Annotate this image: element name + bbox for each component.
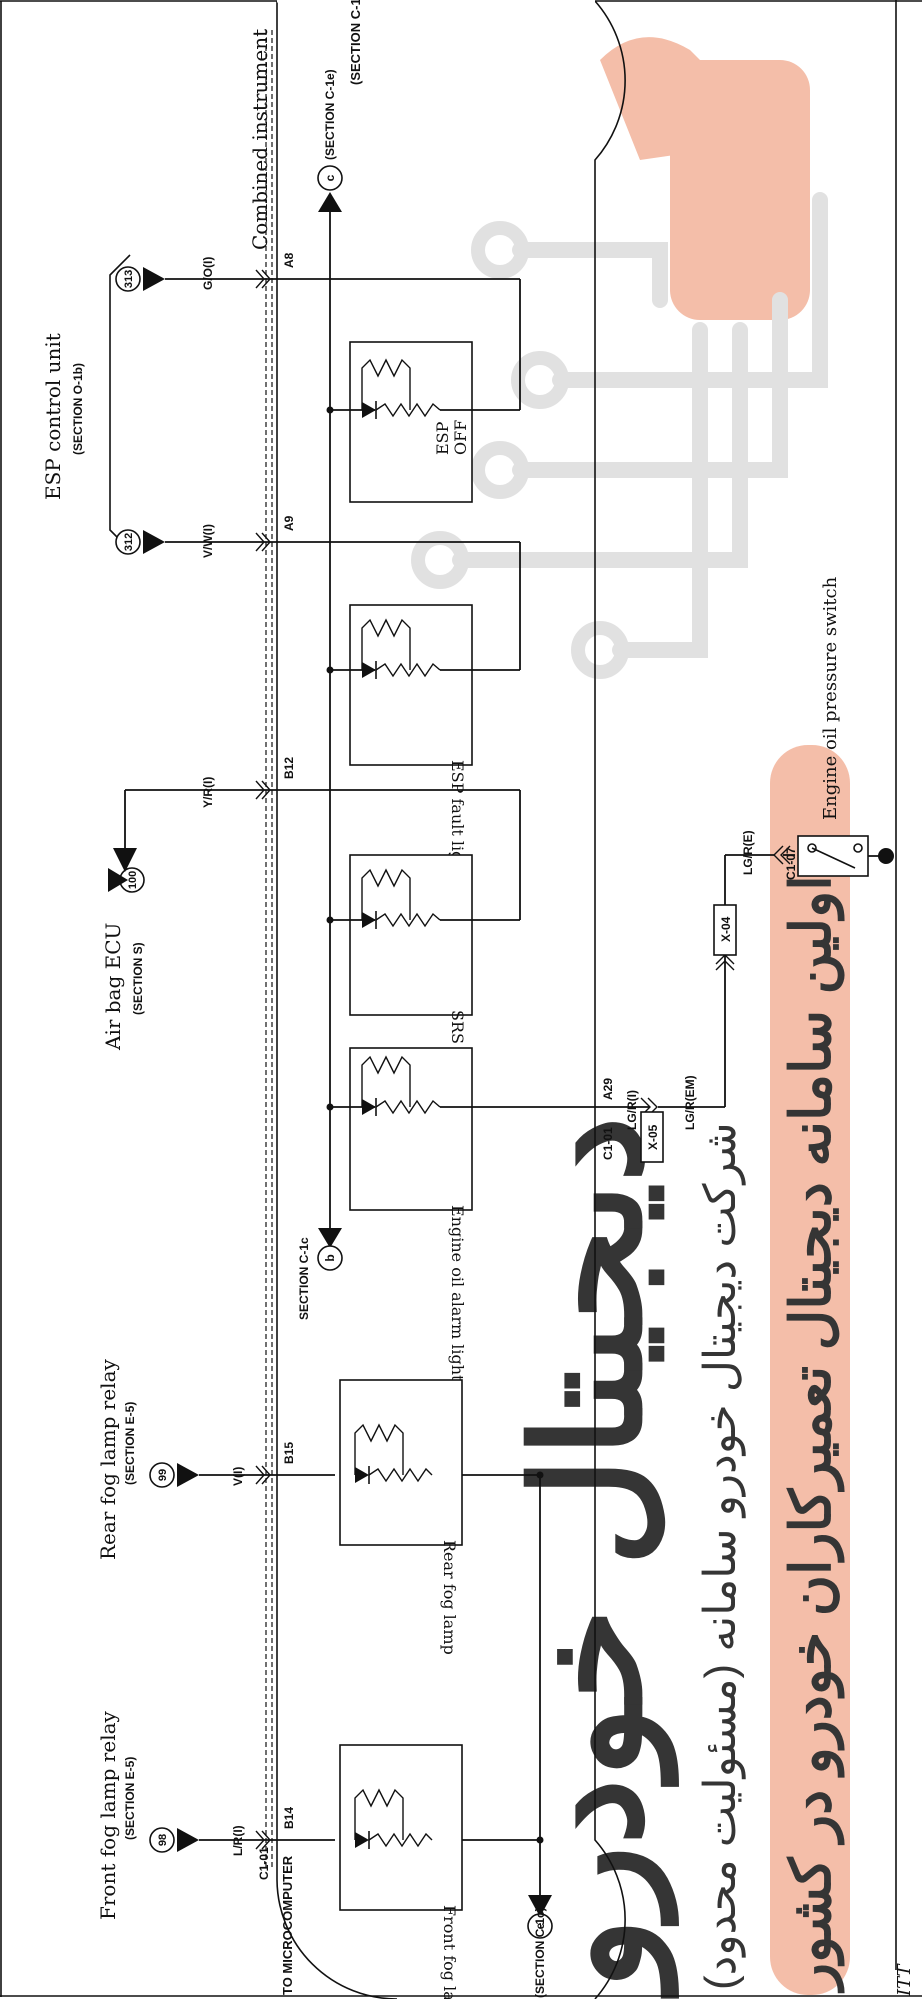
oil-connector-c1-07: C1-07 bbox=[784, 847, 798, 880]
wire-b12-color: Y/R(I) bbox=[201, 777, 215, 808]
pin-a8: A8 bbox=[282, 252, 296, 268]
airbag-ecu-section: (SECTION S) bbox=[131, 942, 145, 1015]
pin-a29: A29 bbox=[601, 1078, 615, 1100]
wire-a9-color: V/W(I) bbox=[201, 524, 215, 558]
watermark-circuit-traces bbox=[452, 192, 828, 658]
lamp-srs-alarm: SRS alarm light bbox=[326, 854, 520, 1139]
splice-x-04: X-04 bbox=[719, 916, 733, 942]
ref-c: c bbox=[317, 165, 343, 212]
oil-connector-c1-01: C1-01 bbox=[601, 1127, 615, 1160]
lamp-engine-oil-alarm-label: Engine oil alarm light bbox=[448, 1205, 467, 1382]
page-code: ITT bbox=[894, 1963, 915, 1997]
node-98: 98 bbox=[149, 1827, 199, 1853]
connector-chevrons bbox=[255, 269, 271, 1850]
splice-x-05-box bbox=[640, 1111, 664, 1163]
esp-control-unit-section: (SECTION O-1b) bbox=[71, 363, 85, 455]
svg-text:99: 99 bbox=[157, 1469, 169, 1481]
wire-b14-color: L/R(I) bbox=[231, 1825, 245, 1856]
ref-b-label: SECTION C-1c bbox=[297, 1237, 311, 1320]
lamp-esp-fault: ESP fault light bbox=[326, 604, 520, 879]
pin-b14: B14 bbox=[282, 1807, 296, 1829]
lamp-esp-off-line1: ESP bbox=[433, 421, 452, 455]
combined-instrument-title: Combined instrument bbox=[248, 29, 272, 250]
svg-text:313: 313 bbox=[123, 270, 135, 288]
front-fog-relay-title: Front fog lamp relay bbox=[96, 1710, 120, 1920]
airbag-ecu-title: Air bag ECU bbox=[101, 923, 125, 1051]
wire-a29-color: LG/R(I) bbox=[625, 1090, 639, 1130]
ref-c-label: (SECTION C-1e) bbox=[323, 69, 337, 160]
svg-text:b: b bbox=[323, 1254, 337, 1261]
node-313: 313 bbox=[115, 266, 165, 292]
lamp-esp-fault-label: ESP fault light bbox=[448, 760, 467, 879]
pin-b12: B12 bbox=[282, 757, 296, 779]
lamp-rear-fog-label: Rear fog lamp bbox=[440, 1540, 459, 1655]
engine-oil-pressure-switch bbox=[797, 835, 894, 877]
svg-text:100: 100 bbox=[127, 871, 139, 889]
wire-lines bbox=[124, 210, 541, 1895]
instrument-connector-c1-01: C1-01 bbox=[257, 1847, 271, 1880]
lamp-front-fog-label: Front fog lamp bbox=[440, 1905, 459, 1999]
rear-fog-relay-title: Rear fog lamp relay bbox=[96, 1358, 120, 1560]
node-100: 100 bbox=[108, 867, 145, 893]
oil-circuit-chevrons bbox=[640, 845, 791, 1117]
pin-b15: B15 bbox=[282, 1442, 296, 1464]
splice-x-05: X-05 bbox=[646, 1124, 660, 1150]
esp-control-unit-title: ESP control unit bbox=[41, 333, 65, 500]
ref-b: b bbox=[317, 1228, 343, 1271]
wire-a8-color: G/O(I) bbox=[201, 257, 215, 290]
watermark-company: شرکت دیجیتال خودرو سامانه (مسئولیت محدود… bbox=[696, 1122, 746, 1990]
svg-text:e: e bbox=[533, 1922, 547, 1929]
node-99: 99 bbox=[149, 1462, 199, 1488]
svg-text:312: 312 bbox=[123, 533, 135, 551]
esp-control-unit-bracket bbox=[109, 254, 131, 551]
wire-b15-color: V(I) bbox=[231, 1467, 245, 1486]
lamp-esp-off-line2: OFF bbox=[451, 420, 470, 455]
engine-oil-pressure-switch-label: Engine oil pressure switch bbox=[820, 576, 841, 820]
oil-circuit-lines bbox=[605, 854, 795, 1108]
svg-text:98: 98 bbox=[157, 1834, 169, 1846]
pin-a9: A9 bbox=[282, 515, 296, 531]
splice-x-04-box bbox=[713, 904, 737, 956]
combined-instrument-section: (SECTION C-1e) bbox=[348, 0, 363, 85]
fog-lamp-junctions bbox=[536, 1471, 544, 1844]
watermark-slogan-band bbox=[770, 745, 850, 1995]
watermark-circuit-nodes bbox=[411, 221, 629, 679]
to-microcomputer-label: TO MICROCOMPUTER bbox=[280, 1855, 295, 1995]
front-fog-relay-section: (SECTION E-5) bbox=[123, 1757, 137, 1840]
watermark-slogan: اولین سامانه دیجیتال تعمیرکاران خودرو در… bbox=[779, 875, 845, 1994]
ref-e-label: (SECTION C-1c) bbox=[533, 1907, 547, 1998]
lamp-rear-fog: Rear fog lamp bbox=[339, 1379, 463, 1655]
wire-lg-r-e: LG/R(E) bbox=[741, 830, 755, 875]
lamp-front-fog: Front fog lamp bbox=[339, 1744, 463, 1999]
node-312: 312 bbox=[115, 529, 165, 555]
watermark: اولین سامانه دیجیتال تعمیرکاران خودرو در… bbox=[411, 37, 850, 1999]
lamp-engine-oil-alarm: Engine oil alarm light bbox=[326, 1047, 605, 1382]
svg-text:c: c bbox=[323, 174, 337, 181]
ref-e: e bbox=[527, 1895, 553, 1939]
watermark-brand: دیجیتال خودرو bbox=[504, 1116, 679, 1999]
combined-instrument-outline bbox=[276, 0, 626, 1999]
lamp-esp-off: ESP OFF bbox=[326, 341, 520, 503]
watermark-circuit-block bbox=[670, 60, 810, 320]
connector-boundary-dashed bbox=[265, 30, 273, 1870]
rear-fog-relay-section: (SECTION E-5) bbox=[123, 1402, 137, 1485]
airbag-arrow bbox=[113, 848, 137, 872]
wire-lg-r-em: LG/R(EM) bbox=[683, 1075, 697, 1130]
